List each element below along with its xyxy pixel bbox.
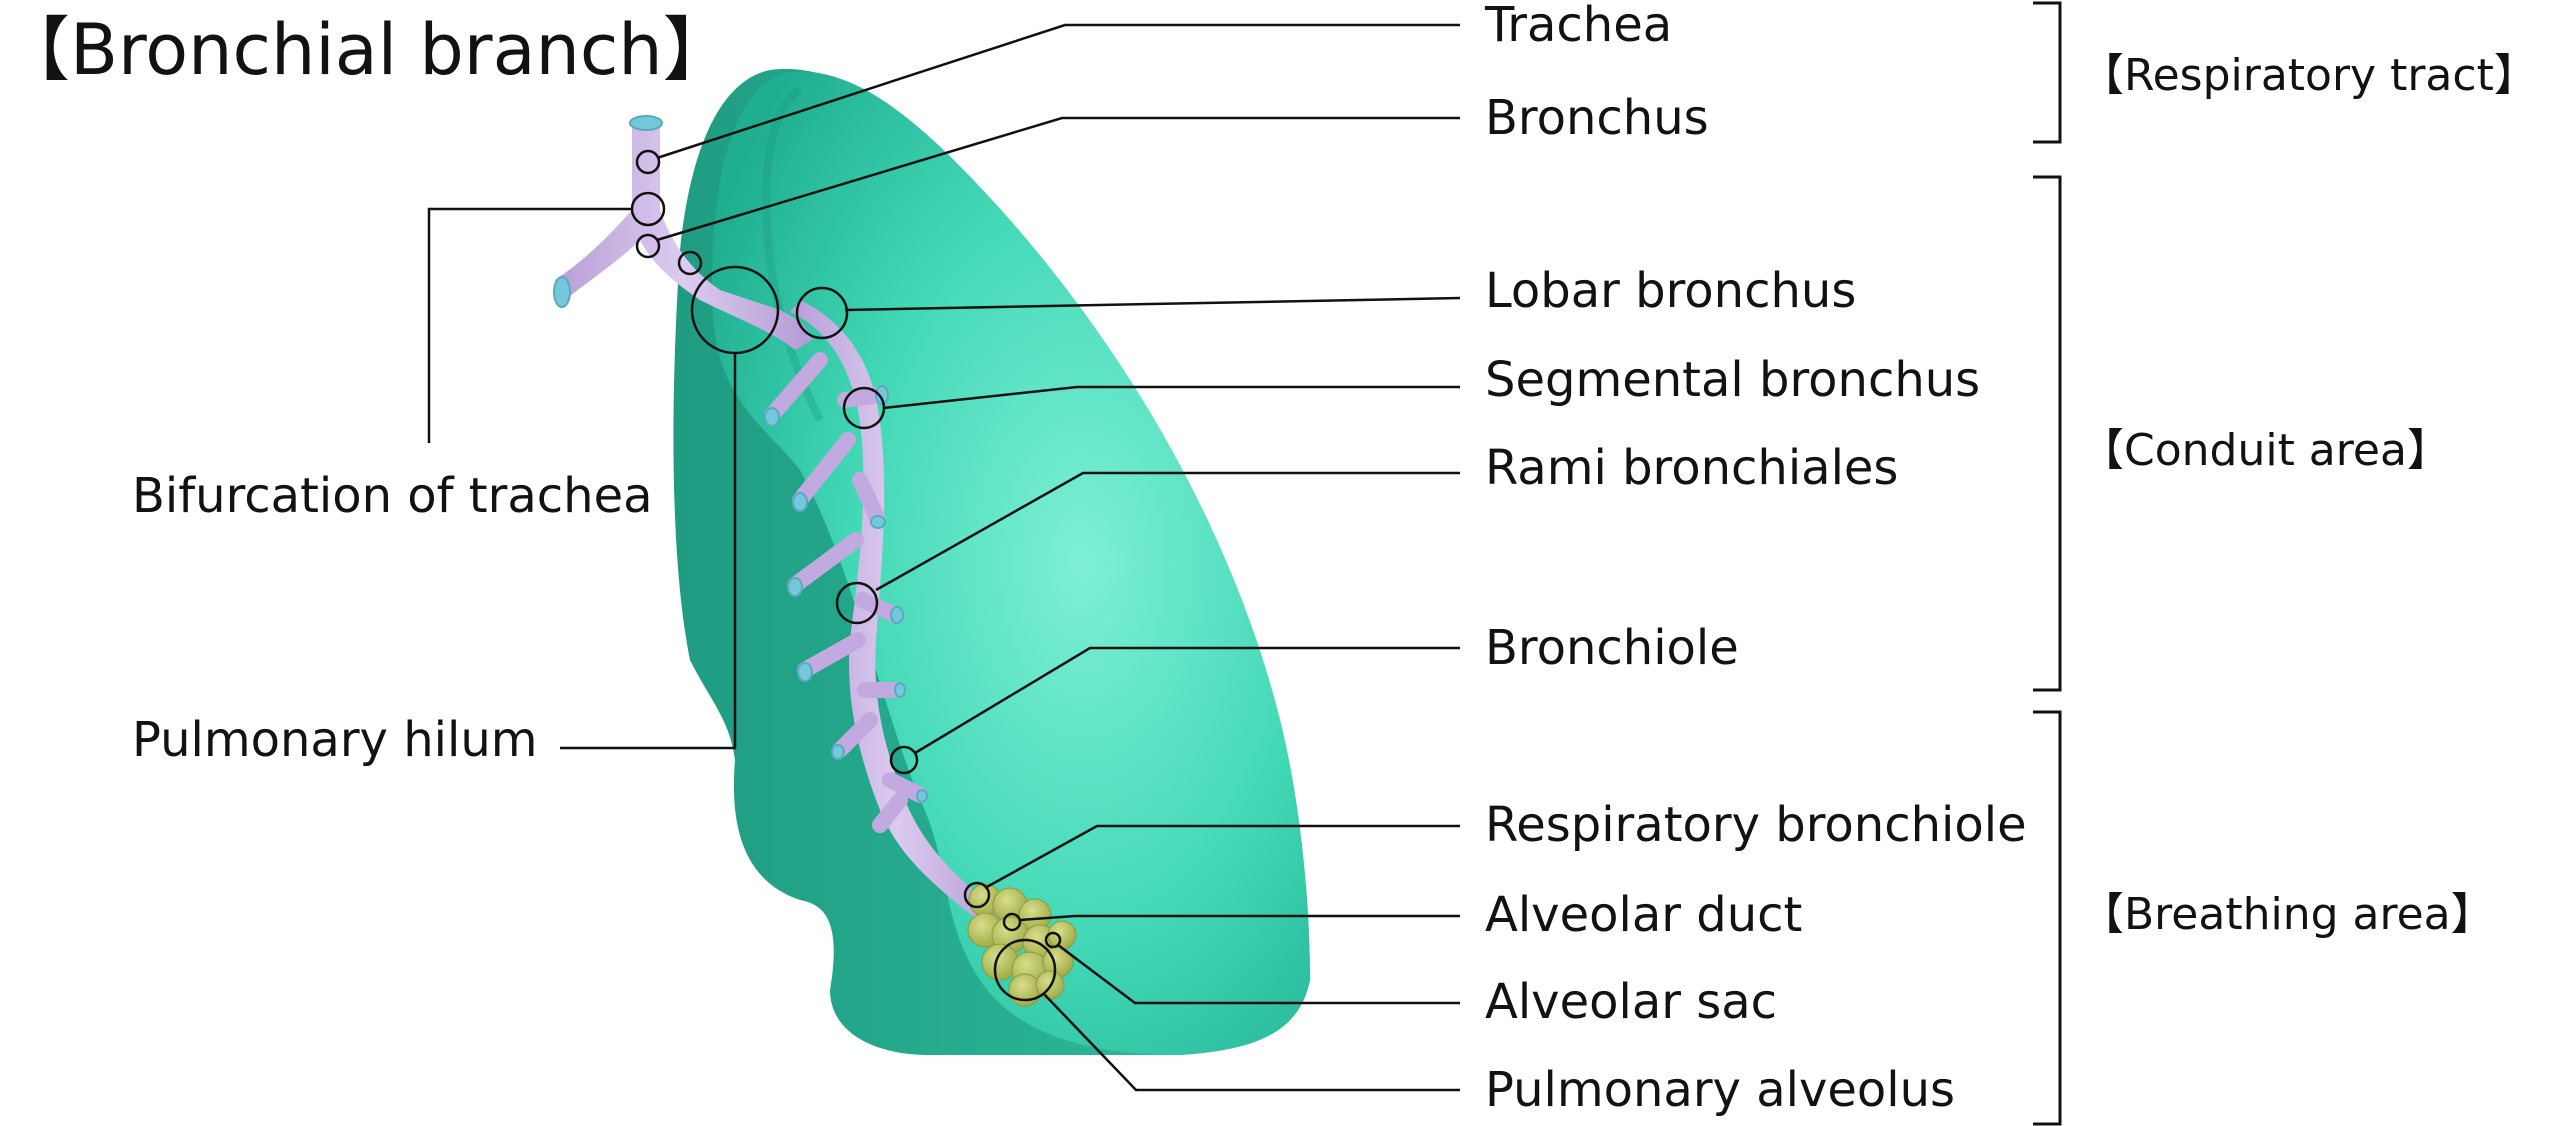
leader-lines [427,23,1461,1092]
leader-trachea [656,23,1460,160]
bracket-respiratory-tract [2033,1,2062,144]
label-rami-bronchiales: Rami bronchiales [1485,440,1899,496]
label-pulmonary-alveolus: Pulmonary alveolus [1485,1062,1956,1118]
label-pulmonary-hilum: Pulmonary hilum [132,712,538,768]
side-branches [764,352,928,833]
diagram-title: 【Bronchial branch】 [0,9,733,91]
label-alveolar-duct: Alveolar duct [1485,887,1803,943]
leader-respiratory-bronchiole [984,824,1460,890]
label-respiratory-bronchiole: Respiratory bronchiole [1485,797,2027,853]
leader-alveolar-duct [1019,914,1460,922]
leader-hilum [560,352,737,750]
label-bronchiole: Bronchiole [1485,620,1739,676]
label-trachea: Trachea [1485,0,1673,53]
leader-lobar-bronchus [844,296,1461,312]
label-segmental-bronchus: Segmental bronchus [1485,352,1981,408]
leader-bronchus [656,116,1460,242]
group-brackets [2033,1,2062,1126]
leader-rami-bronchiales [875,471,1460,592]
label-alveolar-sac: Alveolar sac [1485,974,1778,1030]
group-breathing-area: 【Breathing area】 [2080,889,2495,940]
label-bronchus: Bronchus [1485,90,1709,146]
leader-pulmonary-alveolus [1042,992,1460,1092]
airway-lumens [553,115,928,803]
leader-segmental-bronchus [882,385,1460,410]
label-bifurcation-of-trachea: Bifurcation of trachea [132,468,653,524]
bracket-breathing-area [2033,710,2062,1126]
leader-bronchiole [914,646,1460,755]
bracket-conduit-area [2033,175,2062,692]
leader-alveolar-sac [1057,944,1460,1005]
airway-tree [553,115,1077,1007]
trachea-tube [555,120,812,350]
label-lobar-bronchus: Lobar bronchus [1485,263,1857,319]
group-respiratory-tract: 【Respiratory tract】 [2080,50,2538,101]
leader-bifurcation [427,207,633,443]
lung-costal-surface [711,71,1310,1055]
group-conduit-area: 【Conduit area】 [2080,425,2451,476]
